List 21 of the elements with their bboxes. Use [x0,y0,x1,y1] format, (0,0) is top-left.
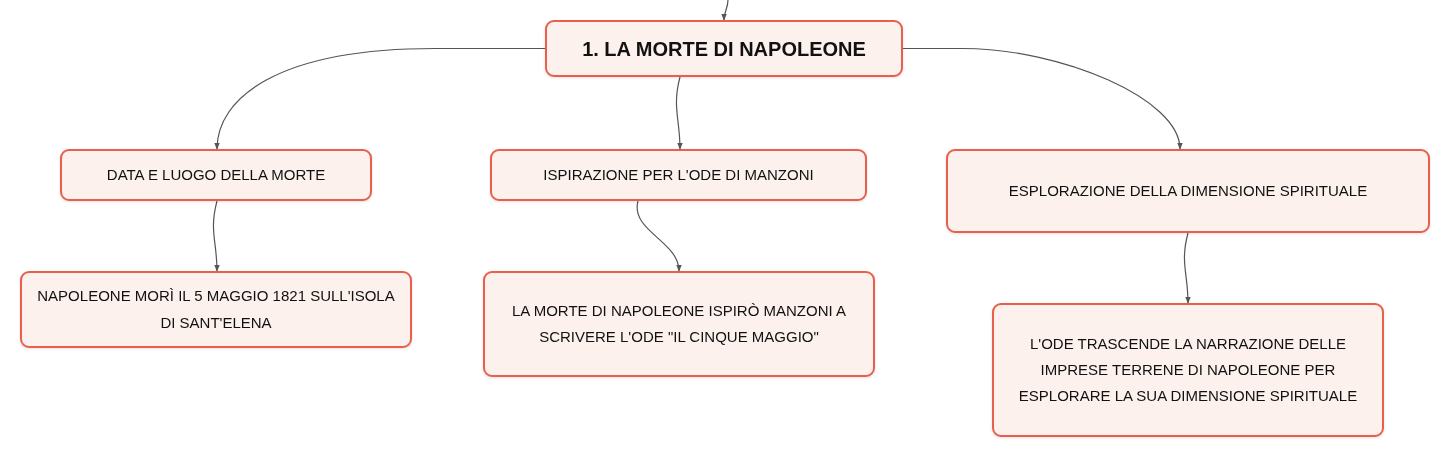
connector-arrow [214,47,546,150]
connector-arrow [721,0,729,21]
connector-arrow [675,76,683,150]
topic-box [60,149,372,201]
topic-text: DATA E LUOGO DELLA MORTE [106,164,326,185]
topic-text: LA MORTE DI NAPOLEONE ISPIRÒ MANZONI A SCRIVERE L'ODE "IL CINQUE MAGGIO" [511,300,847,347]
connector-arrow [636,200,681,272]
topic-box [483,271,875,377]
topic-box [992,303,1384,437]
topic-text: ESPLORAZIONE DELLA DIMENSIONE SPIRITUALE [1008,180,1368,201]
connector-arrow [1183,232,1191,304]
connector-arrow [902,47,1182,150]
topic-text: NAPOLEONE MORÌ IL 5 MAGGIO 1821 SULL'ISOLA DI SANT'ELENA [36,286,396,333]
topic-box [490,149,867,201]
topic-text: ISPIRAZIONE PER L'ODE DI MANZONI [543,164,814,185]
topic-box [20,271,412,348]
topic-text: L'ODE TRASCENDE LA NARRAZIONE DELLE IMPRESE TERRENE DI NAPOLEONE PER ESPLORARE LA SUA DIMENSIONE SPIRITUALE [1017,333,1359,407]
topic-box [946,149,1430,233]
root-topic-box [545,20,903,77]
topic-text: 1. LA MORTE DI NAPOLEONE [582,36,866,61]
connector-arrow [212,200,220,272]
